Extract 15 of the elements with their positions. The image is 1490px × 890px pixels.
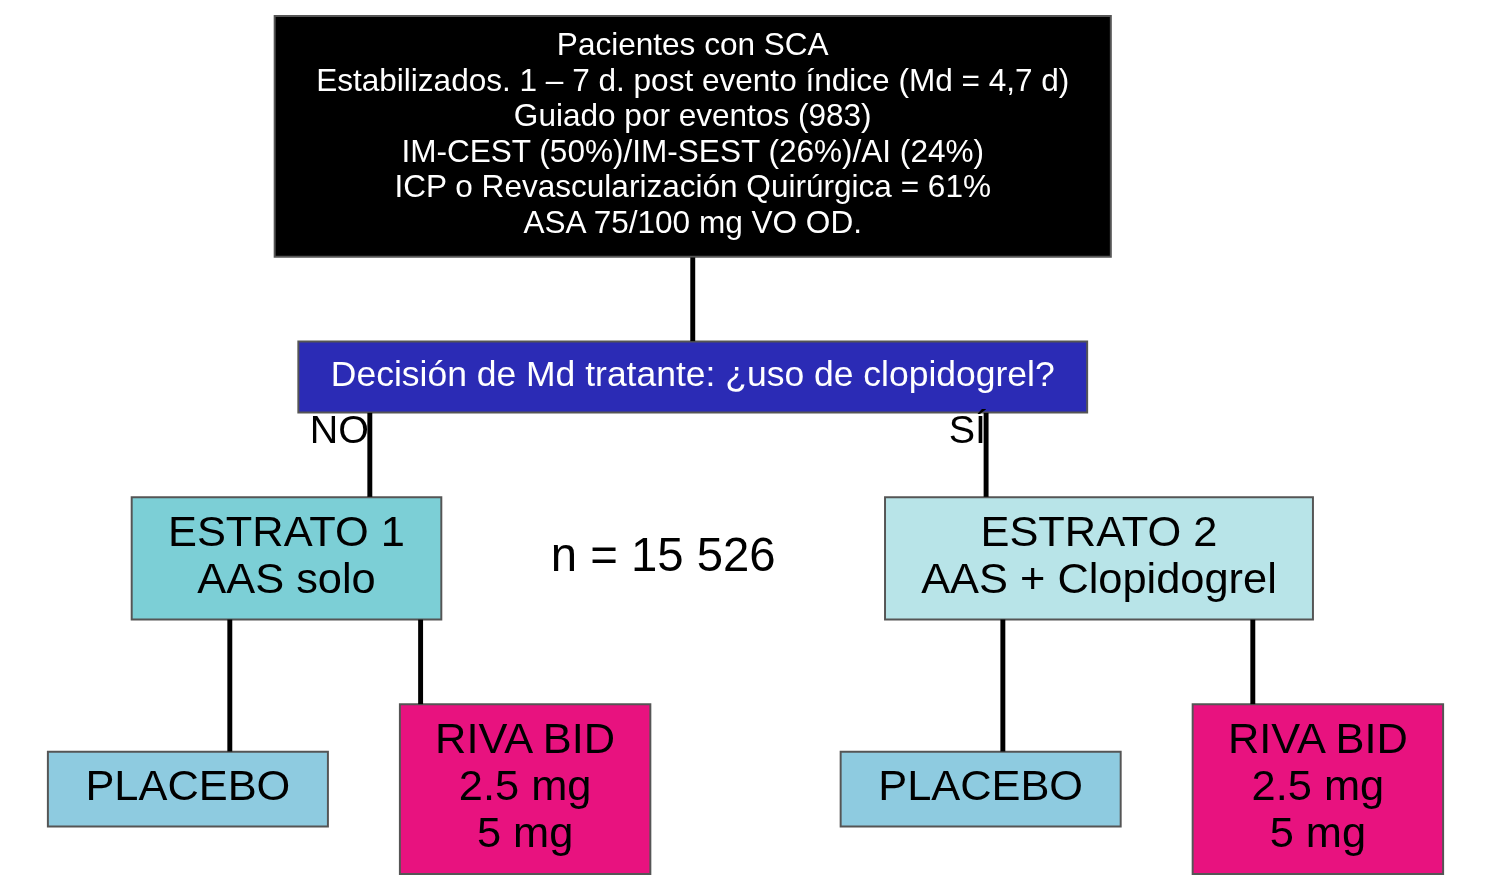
connector <box>366 412 372 497</box>
node-box: RIVA BID 2.5 mg 5 mg <box>398 703 651 875</box>
node-box: ESTRATO 1 AAS solo <box>130 496 442 621</box>
connector <box>226 619 232 752</box>
node-box: PLACEBO <box>46 750 329 828</box>
node-box: Pacientes con SCA Estabilizados. 1 – 7 d. post evento índice (Md = 4,7 d) Guiado por eventos (983) IM-CEST (50%)/IM-SEST (26%)/AI (24%) ICP o Revascularización Quirúrgica = 61% ASA 75/100 mg VO OD. <box>273 15 1112 258</box>
node-box: RIVA BID 2.5 mg 5 mg <box>1191 703 1444 875</box>
connector <box>999 619 1005 752</box>
connector <box>983 412 989 497</box>
connector <box>689 257 695 342</box>
node-box: ESTRATO 2 AAS + Clopidogrel <box>883 496 1314 621</box>
label: n = 15 526 <box>550 527 776 581</box>
connector <box>417 619 423 705</box>
connector <box>1249 619 1255 705</box>
node-box: PLACEBO <box>839 750 1122 828</box>
